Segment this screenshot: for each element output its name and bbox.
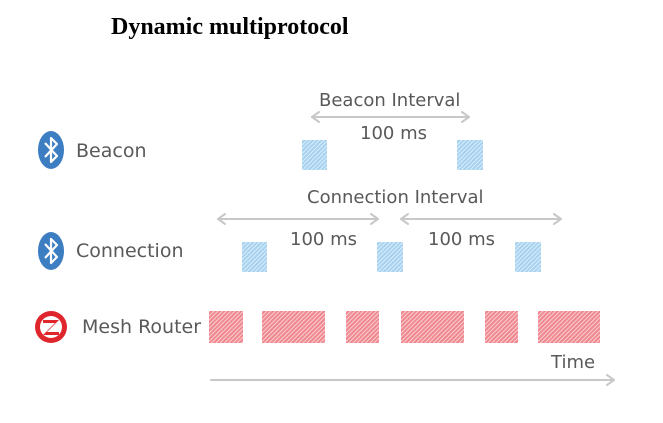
mesh-router-slot xyxy=(262,311,325,343)
connection-interval-value-2: 100 ms xyxy=(428,229,495,250)
connection-interval-label: Connection Interval xyxy=(307,187,484,208)
bluetooth-icon xyxy=(38,131,64,169)
mesh-router-slot xyxy=(485,311,518,343)
connection-slot xyxy=(242,242,267,272)
connection-slot xyxy=(377,242,403,272)
time-axis-label: Time xyxy=(551,352,596,373)
beacon-slot xyxy=(302,140,327,170)
connection-interval-value-1: 100 ms xyxy=(290,229,357,250)
row-label-mesh-router: Mesh Router xyxy=(82,316,202,338)
mesh-router-slot xyxy=(346,311,379,343)
mesh-router-slot xyxy=(538,311,600,343)
zigbee-icon xyxy=(35,311,67,343)
connection-slot xyxy=(515,242,541,272)
beacon-slot xyxy=(457,140,483,170)
mesh-router-slot xyxy=(401,311,464,343)
row-label-beacon: Beacon xyxy=(76,140,147,162)
beacon-interval-value: 100 ms xyxy=(360,123,427,144)
diagram-title: Dynamic multiprotocol xyxy=(111,14,349,40)
bluetooth-icon xyxy=(38,232,64,270)
row-label-connection: Connection xyxy=(76,240,184,262)
mesh-router-slot xyxy=(209,311,243,343)
beacon-interval-label: Beacon Interval xyxy=(319,90,461,111)
